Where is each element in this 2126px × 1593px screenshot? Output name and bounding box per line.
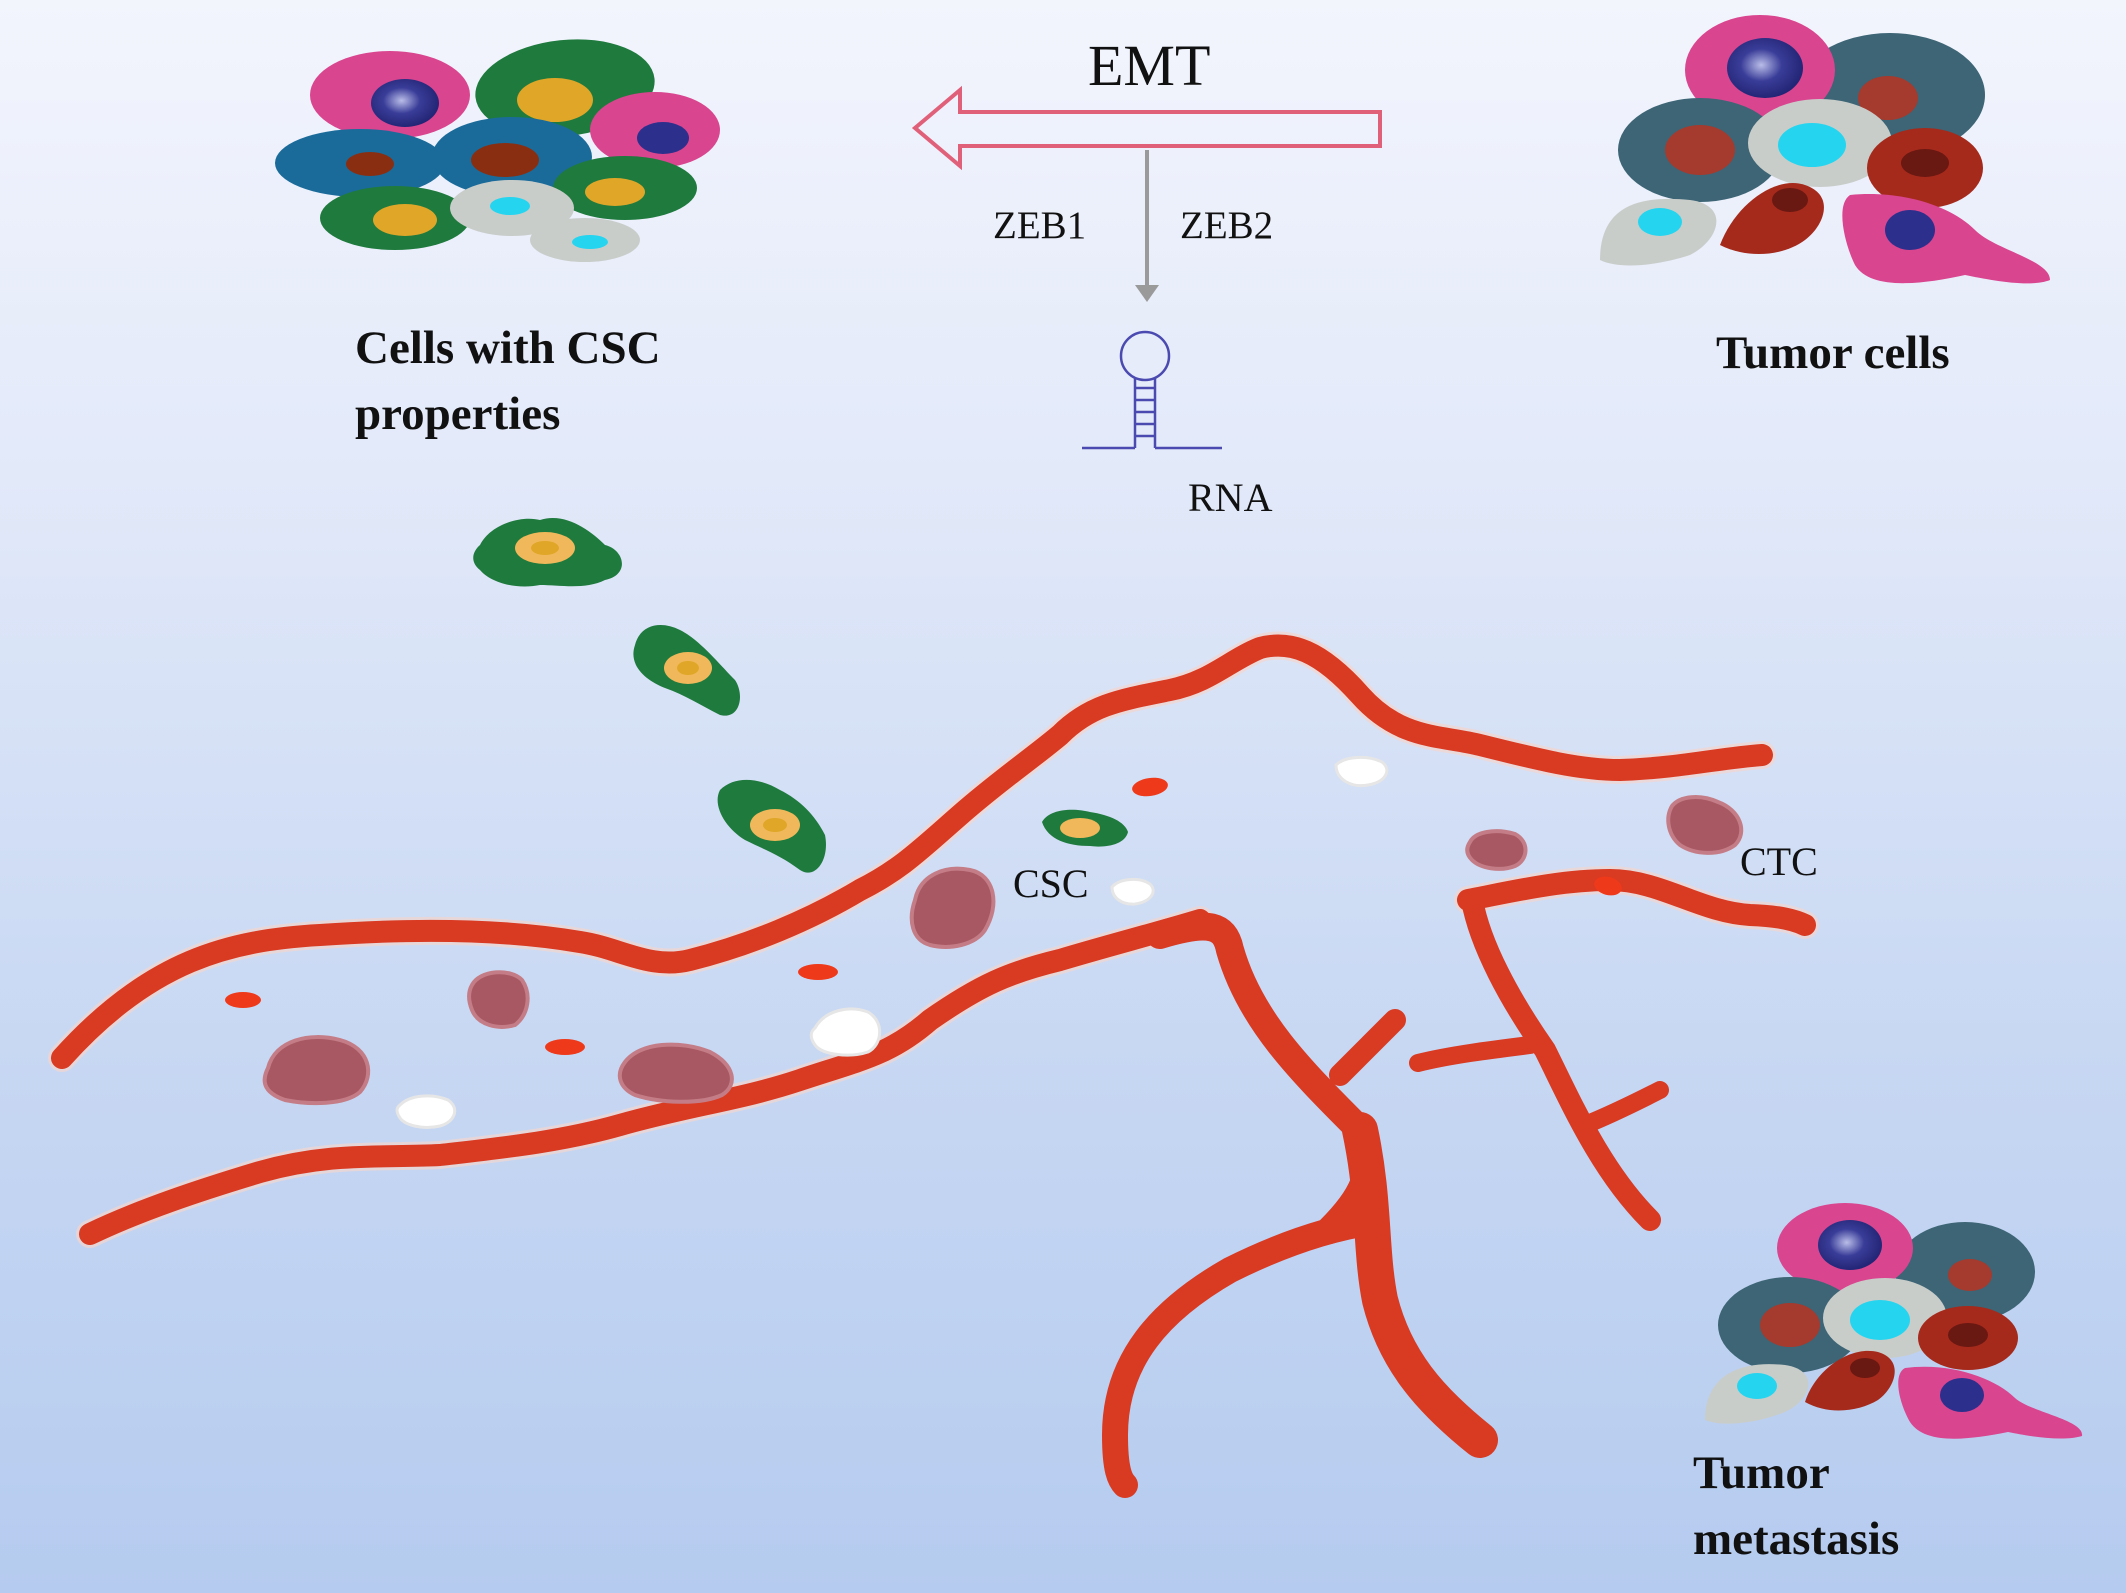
navy-nucleus [1940, 1378, 1984, 1412]
ctc-cell-icon [909, 866, 996, 949]
ctc-cell-icon [262, 1035, 371, 1106]
csc-properties-label: Cells with CSC properties [355, 315, 661, 447]
ctc-cell-icon [467, 970, 530, 1029]
navy-nucleus [1818, 1220, 1882, 1270]
cyan-nucleus [1737, 1373, 1777, 1399]
white-blood-cells [395, 756, 1389, 1129]
migrating-csc-cells [473, 518, 1128, 873]
red-nucleus [1760, 1303, 1820, 1347]
red-nucleus [1665, 125, 1735, 175]
tumor-metastasis-label-line2: metastasis [1693, 1513, 1900, 1565]
cyan-nucleus [490, 197, 530, 215]
tumor-cells-cluster [1600, 15, 2050, 284]
zeb2-label: ZEB2 [1180, 204, 1274, 247]
navy-nucleus [637, 122, 689, 154]
csc-properties-cluster [275, 39, 720, 262]
wbc-icon [395, 1094, 457, 1129]
dark-nucleus [1901, 149, 1949, 177]
pink-cell [1898, 1366, 2083, 1439]
pink-cell [1842, 194, 2050, 284]
dark-nucleus [1772, 188, 1808, 212]
rbc-icon [545, 1039, 585, 1055]
pathway-arrow-icon [1135, 150, 1159, 302]
rbc-icon [798, 964, 838, 980]
brown-nucleus [346, 152, 394, 176]
csc-cell-icon [717, 779, 826, 873]
tumor-cells-label: Tumor cells [1716, 327, 1950, 379]
csc-properties-label-line1: Cells with CSC [355, 322, 661, 374]
yellow-nucleus [517, 78, 593, 122]
csc-cell-icon [1042, 809, 1128, 847]
red-nucleus [1948, 1259, 1992, 1291]
ctc-cell-icon [617, 1042, 734, 1104]
navy-nucleus [1727, 38, 1803, 98]
emt-arrow-icon [911, 85, 1382, 171]
rna-label: RNA [1188, 475, 1273, 520]
metastasis-cluster [1705, 1203, 2083, 1439]
dark-nucleus [1948, 1323, 1988, 1347]
cyan-nucleus [1850, 1300, 1910, 1340]
red-blood-cells [225, 777, 1622, 1055]
ctc-cell-icon [1465, 829, 1528, 871]
wbc-icon [809, 1007, 882, 1057]
csc-cell-icon [633, 625, 740, 716]
rbc-icon [1132, 777, 1168, 797]
red-nucleus [1858, 76, 1918, 120]
blood-vessel-icon [48, 631, 1819, 1498]
ctc-label: CTC [1740, 839, 1818, 884]
csc-properties-label-line2: properties [355, 388, 561, 440]
navy-nucleus [371, 79, 439, 127]
rna-hairpin-icon [1082, 330, 1222, 450]
ctc-cell-icon [1666, 795, 1744, 855]
navy-nucleus [1885, 210, 1935, 250]
cyan-nucleus [1638, 208, 1682, 236]
tumor-metastasis-label-line1: Tumor [1693, 1447, 1830, 1499]
zeb1-label: ZEB1 [993, 204, 1087, 247]
csc-cell-icon [473, 518, 622, 587]
yellow-nucleus [585, 178, 645, 206]
emt-label: EMT [1088, 33, 1211, 98]
yellow-nucleus [373, 204, 437, 236]
rbc-icon [1594, 876, 1622, 896]
wbc-icon [1110, 878, 1155, 906]
brown-nucleus [471, 143, 539, 177]
wbc-icon [1334, 756, 1389, 788]
ctc-cells [262, 795, 1744, 1106]
cyan-nucleus [1778, 123, 1846, 167]
cyan-nucleus [572, 235, 608, 249]
csc-label: CSC [1013, 861, 1089, 906]
dark-nucleus [1850, 1358, 1880, 1378]
rbc-icon [225, 992, 261, 1008]
tumor-metastasis-label: Tumor metastasis [1693, 1440, 1899, 1572]
